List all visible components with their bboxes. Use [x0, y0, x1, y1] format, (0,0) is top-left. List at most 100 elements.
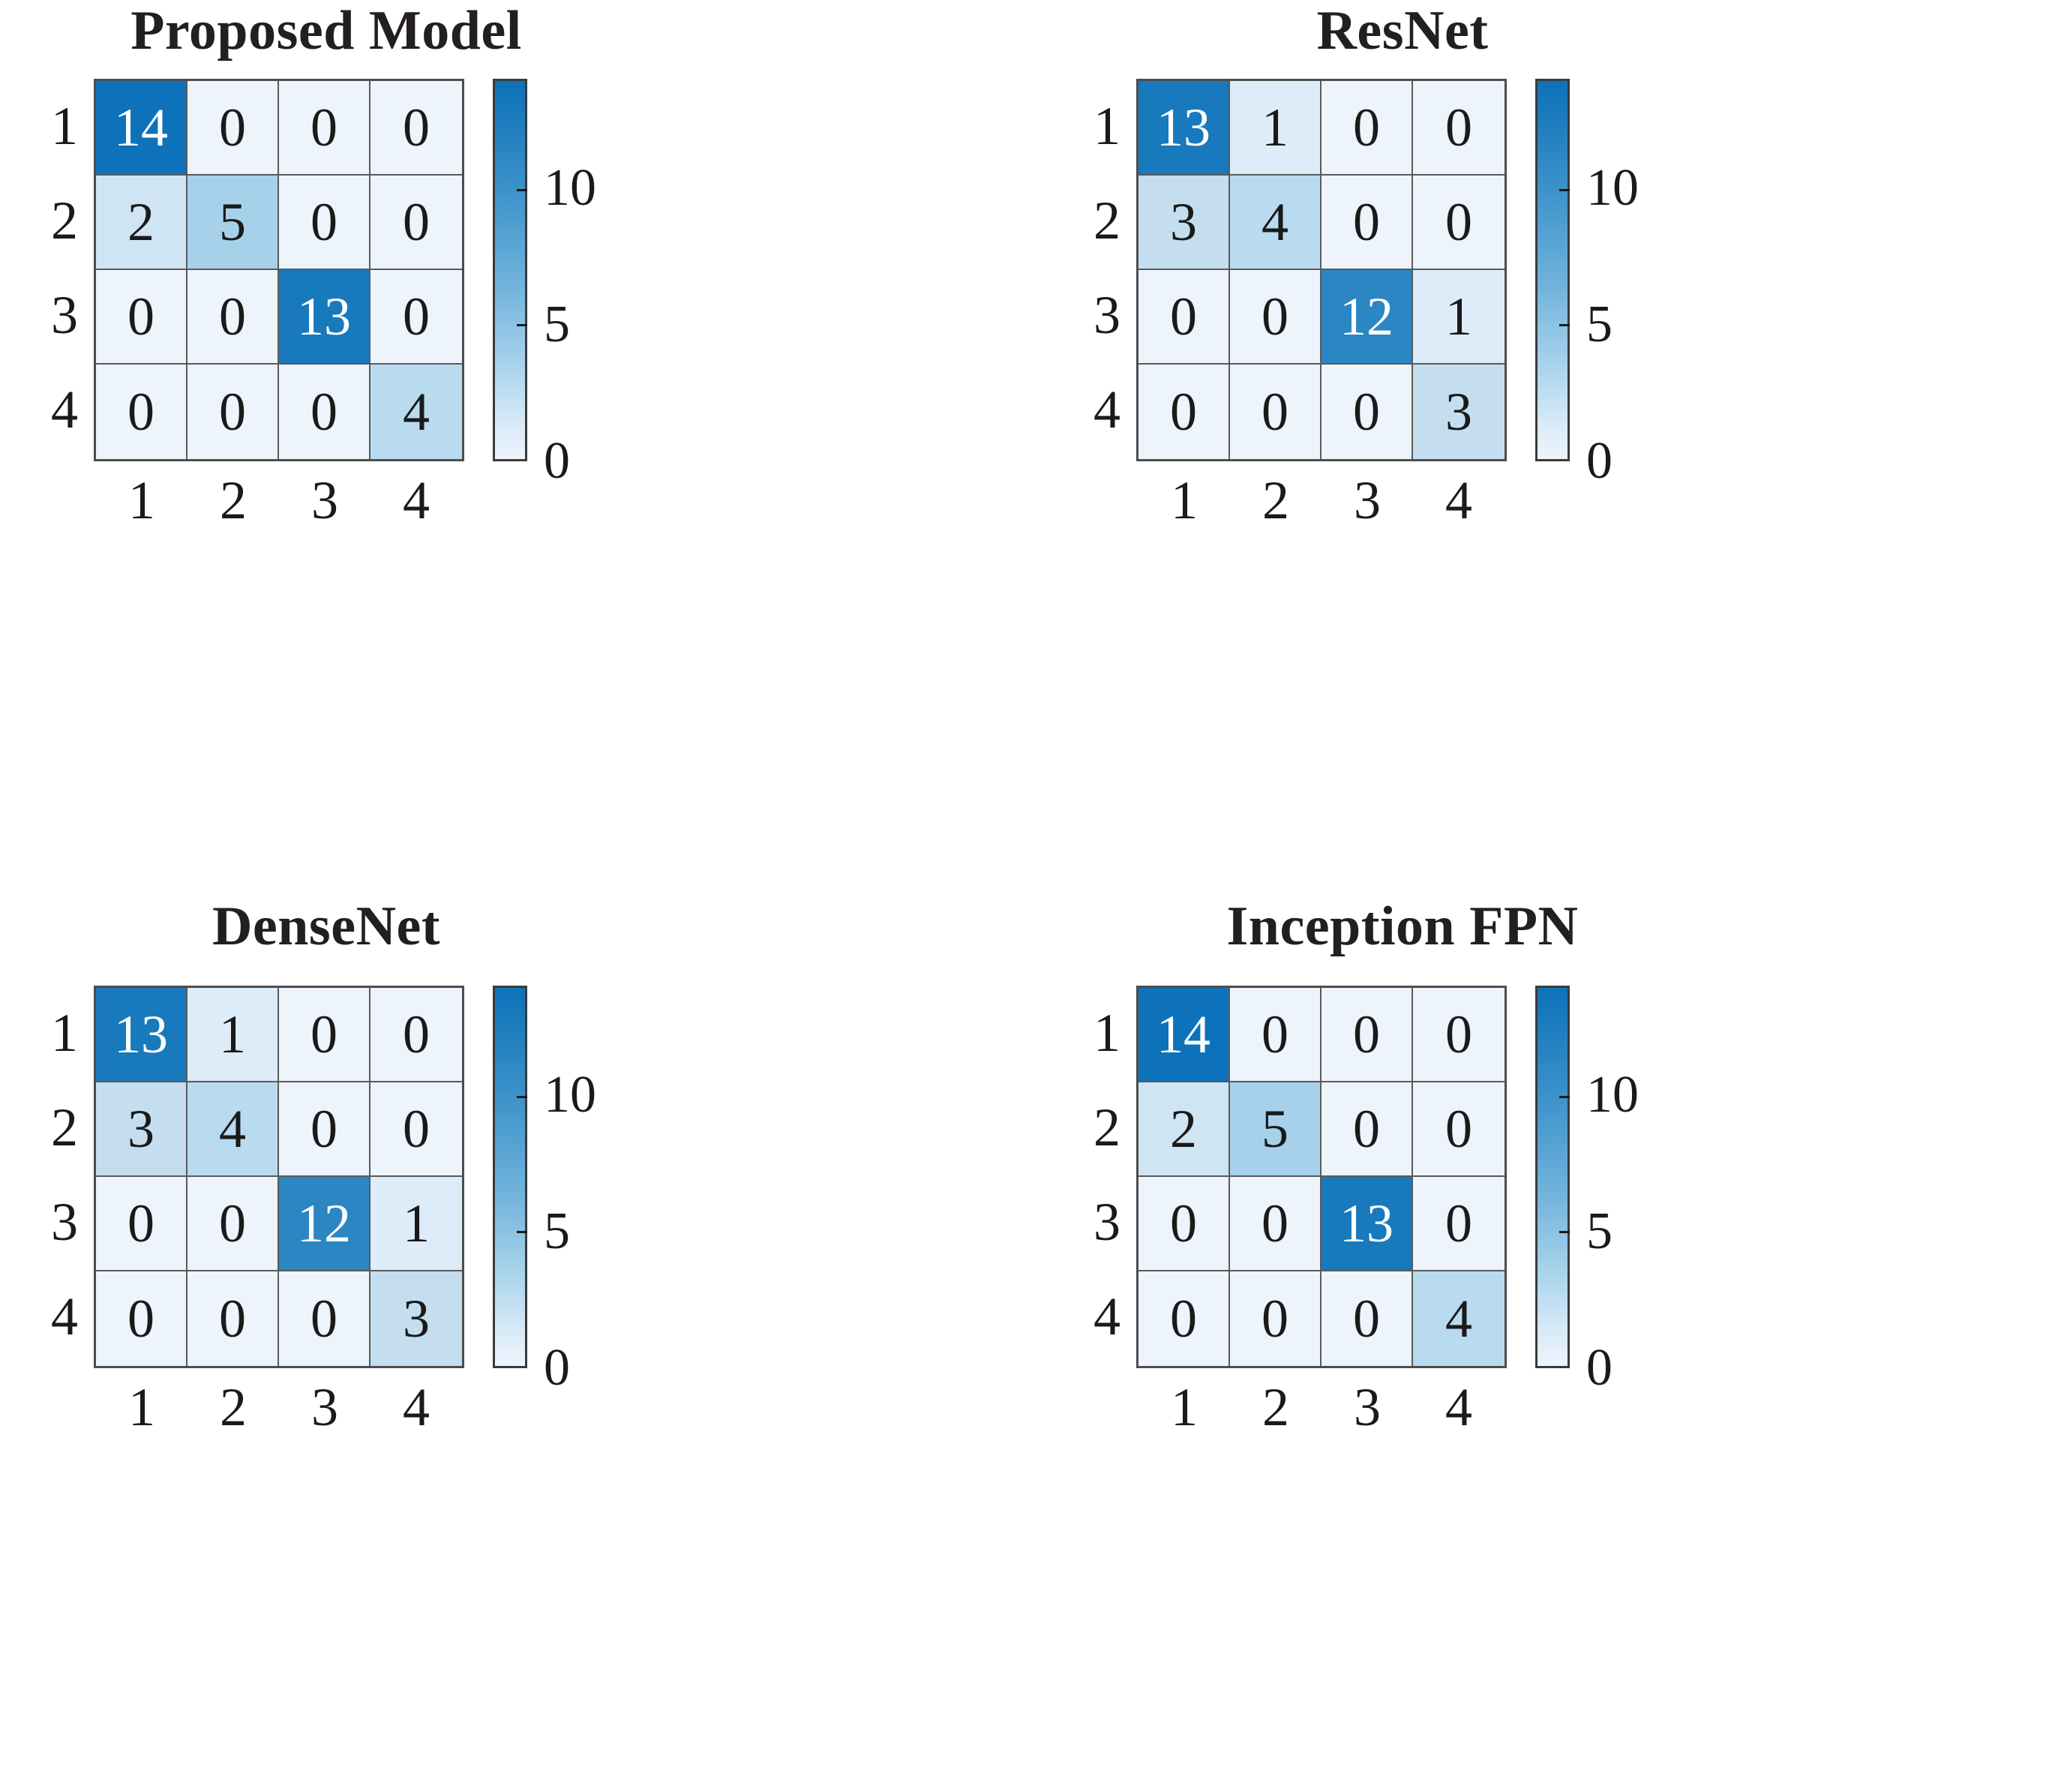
- colorbar-tick-5: [517, 324, 527, 327]
- matrix-cell: 0: [370, 988, 462, 1082]
- colorbar-label-5: 5: [544, 295, 570, 353]
- col-label-3: 3: [311, 470, 338, 530]
- column-axis-labels: 1 2 3 4: [1136, 1380, 1507, 1434]
- colorbar-gradient: [493, 986, 527, 1368]
- colorbar-block: 10 5 0: [493, 986, 635, 1394]
- matrix-cell: 3: [96, 1082, 188, 1177]
- matrix-cell: 4: [370, 365, 462, 459]
- colorbar-tick-10: [1559, 1096, 1570, 1099]
- col-label-4: 4: [1445, 470, 1472, 530]
- matrix-cell: 0: [279, 1082, 370, 1177]
- row-label-3: 3: [51, 1192, 78, 1252]
- matrix-cell: 0: [370, 176, 462, 270]
- matrix-cell: 13: [1322, 1177, 1413, 1271]
- matrix-cell: 0: [1230, 1271, 1322, 1366]
- matrix-cell: 0: [279, 365, 370, 459]
- row-label-1: 1: [51, 1003, 78, 1063]
- matrix-cell: 0: [96, 1177, 188, 1271]
- matrix-cell: 0: [1322, 988, 1413, 1082]
- col-label-4: 4: [1445, 1377, 1472, 1437]
- matrix-cell: 12: [279, 1177, 370, 1271]
- col-label-1: 1: [1171, 1377, 1198, 1437]
- row-label-3: 3: [1094, 285, 1120, 345]
- col-label-3: 3: [1354, 1377, 1381, 1437]
- colorbar-label-10: 10: [544, 158, 596, 217]
- column-axis-labels: 1 2 3 4: [94, 1380, 464, 1434]
- col-label-4: 4: [403, 1377, 430, 1437]
- colorbar-tick-10: [1559, 189, 1570, 192]
- colorbar-block: 10 5 0: [1535, 79, 1678, 488]
- matrix-cell: 0: [1230, 270, 1322, 365]
- panel-title: Proposed Model: [130, 0, 522, 62]
- colorbar-block: 10 5 0: [1535, 986, 1678, 1394]
- matrix-cell: 0: [188, 81, 279, 176]
- row-label-4: 4: [1094, 380, 1120, 440]
- colorbar-label-5: 5: [1586, 1202, 1612, 1260]
- colorbar-label-10: 10: [1586, 1065, 1639, 1124]
- matrix-cell: 0: [1230, 1177, 1322, 1271]
- matrix-cell: 0: [1322, 176, 1413, 270]
- colorbar-gradient: [1535, 986, 1570, 1368]
- col-label-2: 2: [220, 470, 247, 530]
- row-label-2: 2: [1094, 1097, 1120, 1157]
- colorbar-tick-10: [517, 189, 527, 192]
- row-axis-labels: 1 2 3 4: [1084, 986, 1130, 1364]
- colorbar-tick-5: [1559, 324, 1570, 327]
- matrix-cell: 0: [279, 176, 370, 270]
- matrix-cell: 0: [188, 1177, 279, 1271]
- colorbar-label-10: 10: [1586, 158, 1639, 217]
- matrix-cell: 1: [1230, 81, 1322, 176]
- matrix-cell: 4: [188, 1082, 279, 1177]
- matrix-cell: 0: [1413, 176, 1504, 270]
- row-label-3: 3: [51, 285, 78, 345]
- matrix-cell: 14: [1138, 988, 1230, 1082]
- row-label-1: 1: [1094, 1003, 1120, 1063]
- col-label-1: 1: [128, 1377, 155, 1437]
- col-label-2: 2: [220, 1377, 247, 1437]
- matrix-cell: 2: [96, 176, 188, 270]
- matrix-cell: 0: [1413, 81, 1504, 176]
- matrix-cell: 13: [96, 988, 188, 1082]
- matrix-cell: 13: [1138, 81, 1230, 176]
- colorbar-label-5: 5: [1586, 295, 1612, 353]
- matrix-cell: 14: [96, 81, 188, 176]
- row-label-2: 2: [51, 191, 78, 251]
- panel-title: DenseNet: [212, 896, 440, 957]
- column-axis-labels: 1 2 3 4: [94, 473, 464, 527]
- colorbar-label-10: 10: [544, 1065, 596, 1124]
- matrix-cell: 0: [1413, 988, 1504, 1082]
- matrix-cell: 0: [1413, 1177, 1504, 1271]
- row-label-4: 4: [51, 1286, 78, 1346]
- colorbar-tick-labels: 10 5 0: [538, 79, 635, 487]
- matrix-cell: 3: [1138, 176, 1230, 270]
- matrix-cell: 0: [188, 1271, 279, 1366]
- matrix-cell: 3: [370, 1271, 462, 1366]
- panel-title: ResNet: [1316, 0, 1489, 62]
- matrix-cell: 4: [1230, 176, 1322, 270]
- matrix-cell: 0: [96, 365, 188, 459]
- colorbar-tick-labels: 10 5 0: [1580, 986, 1678, 1394]
- matrix-cell: 3: [1413, 365, 1504, 459]
- matrix-cell: 0: [1322, 1082, 1413, 1177]
- matrix-cell: 0: [370, 1082, 462, 1177]
- row-axis-labels: 1 2 3 4: [1084, 79, 1130, 457]
- matrix-cell: 2: [1138, 1082, 1230, 1177]
- matrix-cell: 0: [1413, 1082, 1504, 1177]
- matrix-cell: 0: [1138, 365, 1230, 459]
- matrix-cell: 4: [1413, 1271, 1504, 1366]
- matrix-cell: 12: [1322, 270, 1413, 365]
- matrix-cell: 1: [1413, 270, 1504, 365]
- row-label-1: 1: [51, 96, 78, 156]
- row-label-2: 2: [1094, 191, 1120, 251]
- colorbar-label-0: 0: [1586, 432, 1612, 490]
- matrix-cell: 0: [188, 365, 279, 459]
- matrix-cell: 0: [1230, 365, 1322, 459]
